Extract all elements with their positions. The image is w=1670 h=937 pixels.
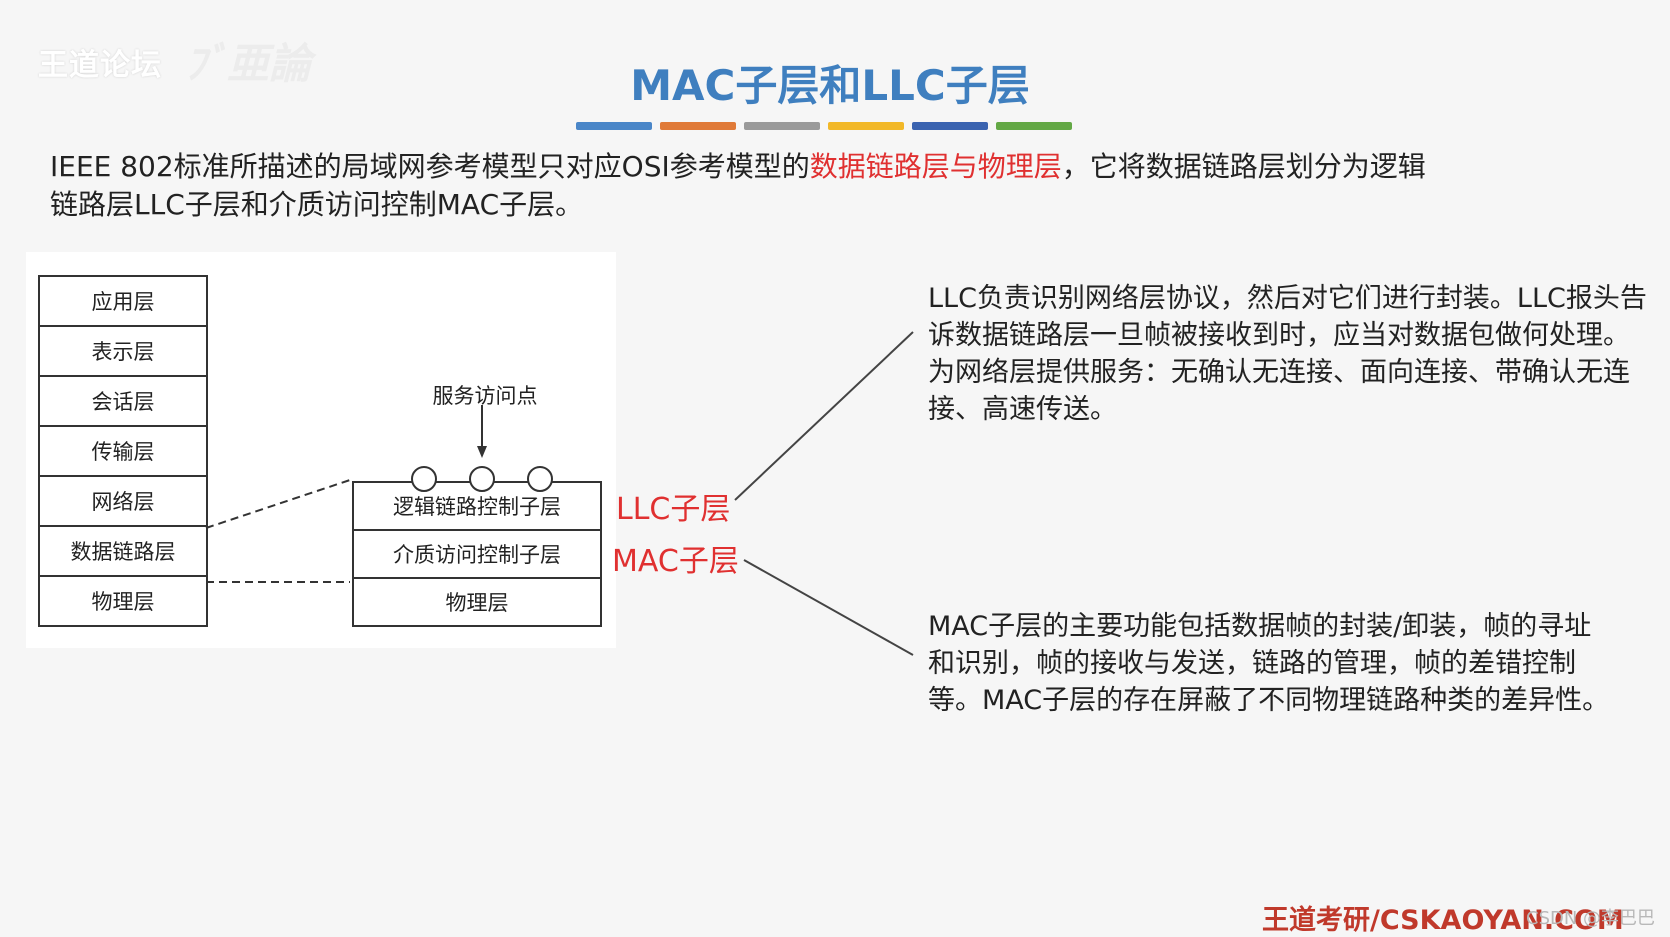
osi-layer-physical: 物理层 — [91, 590, 155, 614]
color-bar-5 — [912, 122, 988, 130]
dashed-link-top — [205, 479, 351, 529]
osi-layer-stack: 应用层 表示层 会话层 传输层 网络层 数据链路层 物理层 — [38, 275, 208, 627]
osi-layer-session: 会话层 — [40, 377, 206, 427]
mac-description: MAC子层的主要功能包括数据帧的封装/卸装，帧的寻址和识别，帧的接收与发送，链路… — [928, 611, 1610, 716]
slide-title: MAC子层和LLC子层 — [630, 61, 1030, 110]
sublayer-physical: 物理层 — [445, 591, 509, 615]
llc-sublayer-label: LLC子层 — [616, 492, 731, 527]
mac-sublayer-label: MAC子层 — [612, 544, 739, 579]
color-bar-2 — [660, 122, 736, 130]
sap-arrow-head — [477, 446, 487, 458]
logo-watermark: ﾌﾞ亜論 — [185, 39, 312, 88]
sap-circle-3 — [527, 466, 553, 492]
service-access-point-label: 服务访问点 — [432, 384, 538, 408]
color-bar-6 — [996, 122, 1072, 130]
llc-pointer-line — [734, 331, 914, 501]
color-bar-1 — [576, 122, 652, 130]
llc-description: LLC负责识别网络层协议，然后对它们进行封装。LLC报头告诉数据链路层一旦帧被接… — [928, 283, 1647, 425]
footer-brand: 王道考研/CSKAOYAN.COM — [1262, 905, 1624, 936]
sap-circle-2 — [469, 466, 495, 492]
ieee802-sublayer-stack: 逻辑链路控制子层 介质访问控制子层 物理层 — [352, 481, 602, 627]
mac-pointer-line — [743, 559, 914, 656]
osi-layer-network: 网络层 — [40, 477, 206, 527]
sublayer-llc: 逻辑链路控制子层 — [354, 483, 600, 531]
footer-credit: CSDN @李巴巴 — [1526, 908, 1656, 929]
intro-paragraph: IEEE 802标准所描述的局域网参考模型只对应OSI参考模型的数据链路层与物理… — [50, 148, 1450, 224]
intro-text-1: IEEE 802标准所描述的局域网参考模型只对应OSI参考模型的 — [50, 150, 810, 183]
sap-circle-1 — [411, 466, 437, 492]
intro-highlight: 数据链路层与物理层 — [809, 150, 1062, 183]
color-bar-4 — [828, 122, 904, 130]
sublayer-mac: 介质访问控制子层 — [354, 531, 600, 579]
osi-layer-presentation: 表示层 — [40, 327, 206, 377]
site-logo: 王道论坛 — [38, 48, 162, 83]
osi-layer-application: 应用层 — [40, 277, 206, 327]
osi-layer-data-link: 数据链路层 — [40, 527, 206, 577]
title-color-bars — [576, 122, 1072, 130]
intro-text-2: ，它将数据链路层划分为逻辑链路层LLC子层和介质访问控制MAC子层。 — [50, 150, 1426, 221]
osi-layer-transport: 传输层 — [40, 427, 206, 477]
color-bar-3 — [744, 122, 820, 130]
